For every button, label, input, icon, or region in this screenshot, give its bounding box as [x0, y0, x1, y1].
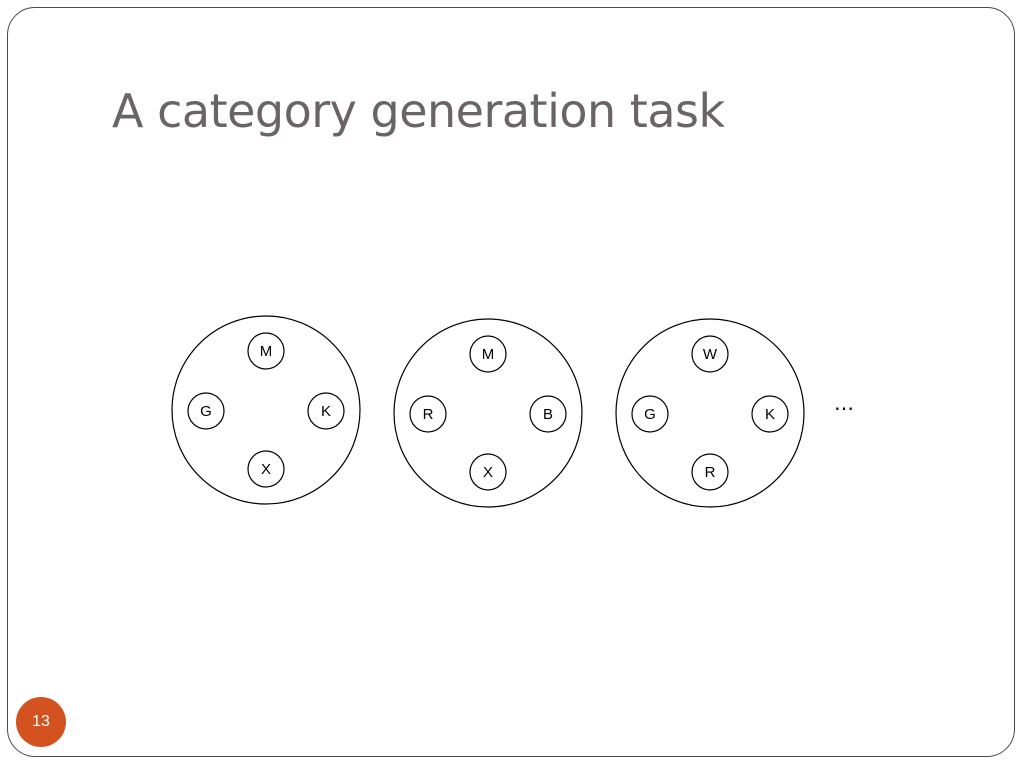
node-circle [751, 395, 789, 433]
category-3: W G K R [615, 318, 805, 508]
node-circle [409, 395, 447, 433]
node-label: R [705, 464, 716, 481]
node-top: M [247, 332, 285, 370]
slide-title: A category generation task [112, 84, 725, 138]
category-circle [615, 318, 805, 508]
node-circle [187, 392, 225, 430]
node-left: G [631, 395, 669, 433]
node-circle [631, 395, 669, 433]
node-label: X [483, 464, 493, 481]
node-label: M [260, 343, 273, 360]
node-circle [469, 453, 507, 491]
node-label: G [644, 406, 656, 423]
category-2: M R B X [393, 318, 583, 508]
node-label: K [321, 403, 331, 420]
node-circle [691, 453, 729, 491]
node-top: M [469, 335, 507, 373]
category-circle [393, 318, 583, 508]
node-circle [247, 450, 285, 488]
node-label: R [423, 406, 434, 423]
node-bottom: R [691, 453, 729, 491]
node-label: B [543, 406, 553, 423]
node-left: R [409, 395, 447, 433]
node-label: G [200, 403, 212, 420]
node-label: W [703, 346, 718, 363]
ellipsis: … [834, 391, 857, 415]
category-1: M G K X [171, 315, 361, 505]
node-label: X [261, 461, 271, 478]
node-circle [691, 335, 729, 373]
node-circle [529, 395, 567, 433]
node-circle [247, 332, 285, 370]
node-right: K [307, 392, 345, 430]
node-label: K [765, 406, 775, 423]
node-right: K [751, 395, 789, 433]
node-circle [469, 335, 507, 373]
node-top: W [691, 335, 729, 373]
node-circle [307, 392, 345, 430]
node-label: M [482, 346, 495, 363]
node-right: B [529, 395, 567, 433]
page-number-badge: 13 [16, 697, 66, 747]
category-circle [171, 315, 361, 505]
node-bottom: X [469, 453, 507, 491]
node-bottom: X [247, 450, 285, 488]
node-left: G [187, 392, 225, 430]
